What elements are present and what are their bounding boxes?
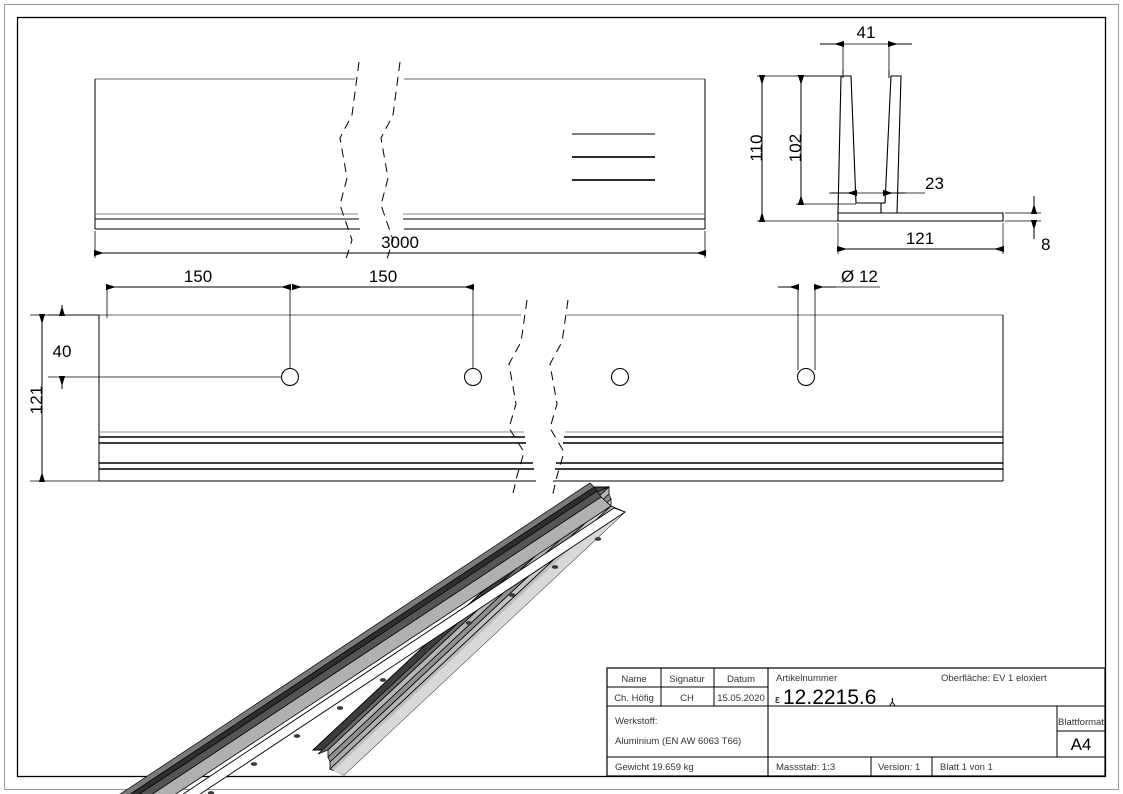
title-block-sheet-no: Blatt 1 von 1: [940, 762, 993, 773]
dimension-150-second-label: 150: [369, 267, 397, 286]
dimension-102: 102: [786, 75, 856, 205]
title-block-paper-format: A4: [1071, 735, 1092, 754]
sheet-border: [4, 4, 1119, 790]
dimension-8-label: 8: [1041, 235, 1050, 254]
dimension-110: 110: [747, 75, 843, 222]
title-block: Name Signatur Datum Ch. Höfig CH 15.05.2…: [606, 667, 1106, 777]
title-block-version: Version: 1: [878, 762, 920, 773]
title-block-header-werkstoff: Werkstoff:: [615, 716, 657, 727]
cross-section-view: 41 110 102 23: [747, 23, 1050, 254]
dimension-41-label: 41: [857, 23, 876, 42]
title-block-header-signatur: Signatur: [669, 674, 704, 685]
title-block-scale: Massstab: 1:3: [776, 762, 835, 773]
article-number: 12.2215.6: [783, 686, 876, 709]
dimension-length-3000: 3000: [94, 231, 706, 258]
title-block-header-datum: Datum: [727, 674, 755, 685]
dimension-121-front: 121: [27, 314, 99, 482]
dimension-23-label: 23: [925, 174, 944, 193]
title-block-weight: Gewicht 19.659 kg: [615, 762, 694, 773]
hole-2: [463, 367, 483, 387]
article-number-prefix: ε: [775, 694, 780, 706]
dimension-8: 8: [1005, 196, 1050, 254]
dimension-40: 40: [48, 305, 282, 389]
dimension-23: 23: [829, 174, 944, 197]
hole-3: [610, 367, 630, 387]
dimension-150-first: 150: [106, 267, 291, 368]
title-block-material: Aluminium (EN AW 6063 T66): [615, 736, 741, 747]
isometric-3d-view: [119, 482, 626, 794]
front-elevation-view: 150 150 40 121: [27, 267, 1004, 499]
dimension-diameter-12: Ø 12: [778, 267, 880, 370]
hole-1: [280, 367, 300, 387]
top-elevation-view: 3000: [94, 61, 706, 263]
dimension-102-label: 102: [786, 134, 805, 162]
article-number-suffix: ⅄: [888, 697, 896, 709]
dimension-41: 41: [820, 23, 912, 78]
title-block-header-artikelnummer: Artikelnummer: [776, 673, 837, 684]
dimension-121-front-label: 121: [27, 386, 46, 414]
dimension-150-second: 150: [292, 267, 474, 368]
groove-marks: [572, 133, 655, 181]
dimension-3000-label: 3000: [381, 233, 419, 252]
dimension-40-label: 40: [53, 342, 72, 361]
dimension-121-section: 121: [837, 223, 1004, 254]
title-block-header-name: Name: [621, 674, 646, 685]
dimension-diameter-12-label: Ø 12: [841, 267, 878, 286]
title-block-value-signatur: CH: [680, 693, 694, 704]
title-block-value-datum: 15.05.2020: [717, 693, 765, 704]
title-block-value-name: Ch. Höfig: [614, 693, 654, 704]
isometric-hole-row: [207, 537, 602, 794]
dimension-110-label: 110: [747, 134, 766, 161]
title-block-header-blattformat: Blattformat: [1058, 717, 1104, 728]
dimension-150-first-label: 150: [184, 267, 212, 286]
hole-4: [796, 367, 816, 387]
dimension-121-section-label: 121: [906, 229, 934, 248]
title-block-oberflaeche: Oberfläche: EV 1 eloxiert: [941, 673, 1047, 684]
